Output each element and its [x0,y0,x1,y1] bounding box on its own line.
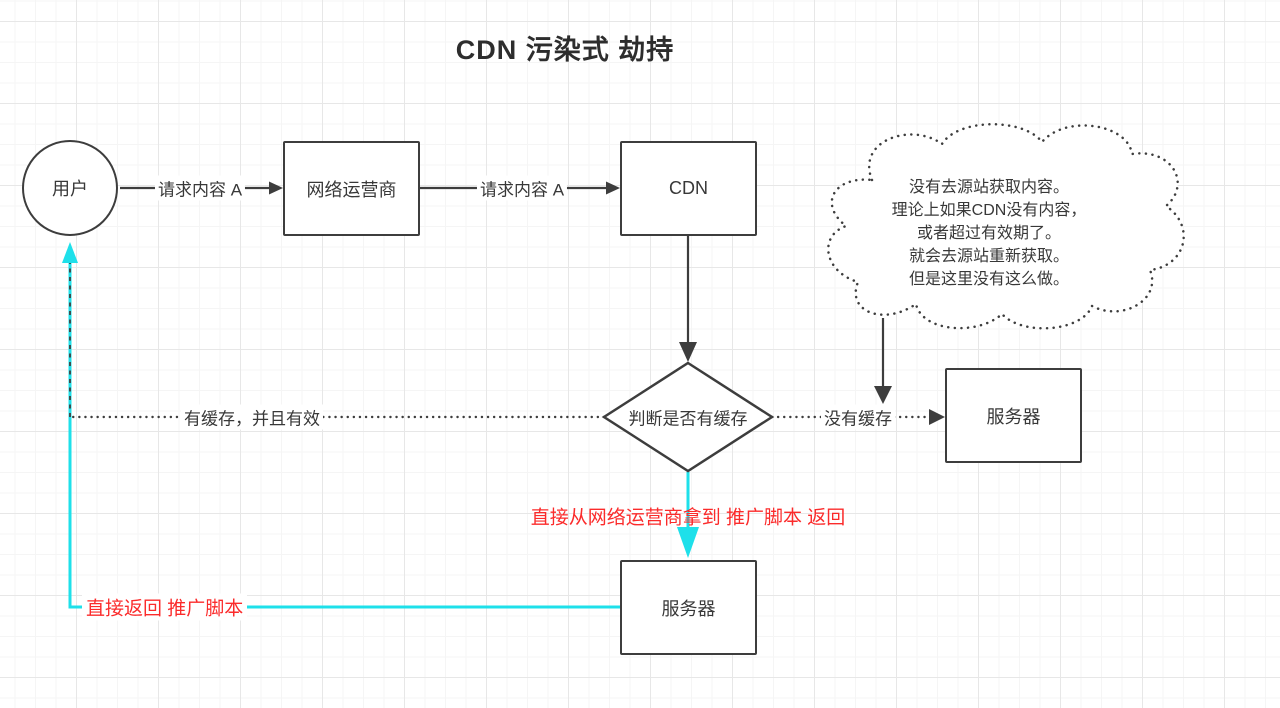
node-cdn-label: CDN [669,178,708,198]
node-network-operator-label: 网络运营商 [306,179,397,200]
arrowhead-cloud-arrow [874,386,892,404]
edge-label-direct-return: 直接返回 推广脚本 [82,593,248,621]
node-origin-server-label: 服务器 [986,406,1041,427]
edge-label-no-cache: 没有缓存 [821,404,895,430]
node-cdn[interactable]: CDN [620,141,757,236]
arrowhead-user-to-isp [269,181,283,195]
arrowhead-no-cache [929,409,945,425]
page-title: CDN 污染式 劫持 [455,35,675,65]
node-user-label: 用户 [52,179,88,199]
arrowhead-direct-return-cyan [62,242,78,263]
node-user[interactable]: 用户 [22,140,118,236]
decision-diamond[interactable] [601,361,775,473]
node-network-operator[interactable]: 网络运营商 [283,141,420,236]
node-origin-server[interactable]: 服务器 [945,368,1082,463]
decision-label: 判断是否有缓存 [628,409,748,429]
node-hijack-server[interactable]: 服务器 [620,560,757,655]
edge-label-request-content-2: 请求内容 A [476,175,568,201]
arrowhead-hijack-cyan [677,527,699,558]
arrowhead-isp-to-cdn [606,181,620,195]
node-hijack-server-label: 服务器 [661,598,716,619]
edge-label-has-cache: 有缓存，并且有效 [181,404,323,430]
note-cloud-shape[interactable] [827,123,1185,330]
edge-label-hijack-return: 直接从网络运营商拿到 推广脚本 返回 [530,507,846,529]
note-cloud-text: 没有去源站获取内容。 理论上如果CDN没有内容， 或者超过有效期了。 就会去源站… [891,179,1087,288]
edge-direct-return-cyan[interactable] [68,263,620,609]
edge-label-request-content-1: 请求内容 A [154,175,246,201]
arrowhead-cdn-to-decision [679,342,697,362]
